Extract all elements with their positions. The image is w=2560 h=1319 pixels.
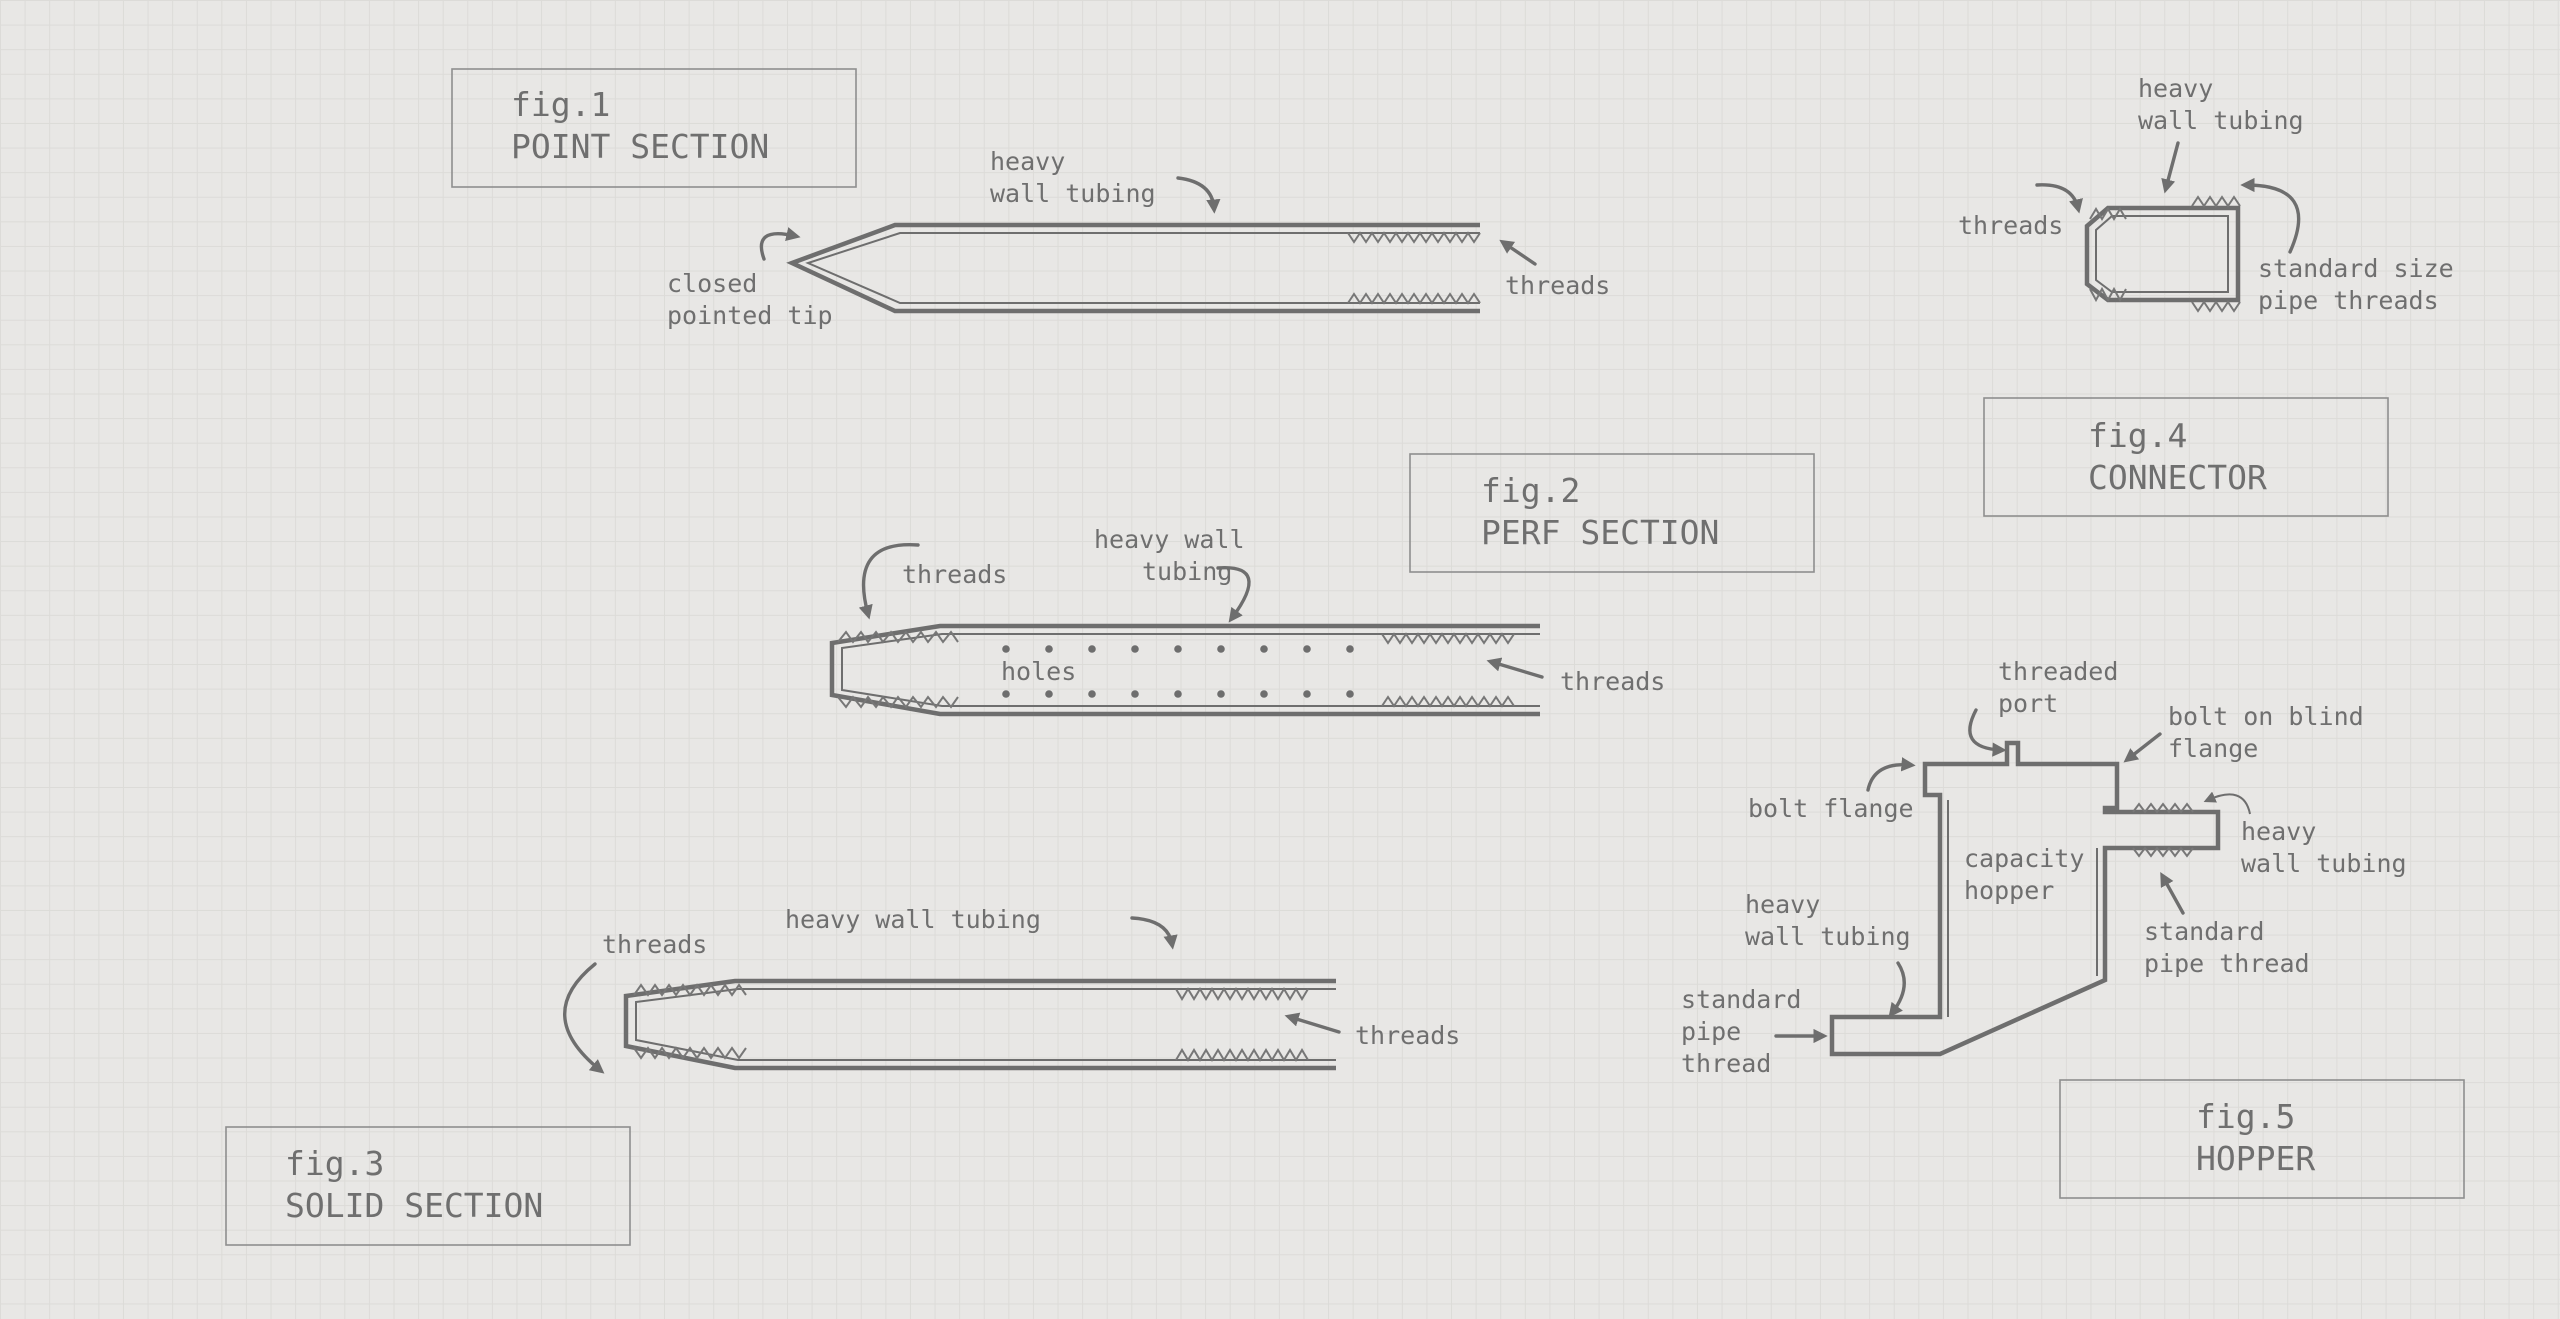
- fig2-left-threads-label: threads: [902, 560, 1007, 589]
- fig5-bolt-flange-arrow-icon: [1866, 757, 1916, 792]
- fig1-point-tube: [786, 222, 1481, 314]
- fig5-blind-flange-arrow-icon: [2123, 732, 2162, 763]
- fig5-title: HOPPER: [2196, 1139, 2315, 1178]
- fig4-heavy-wall-arrow-icon: [2161, 141, 2180, 194]
- fig2-right-threads-arrow-icon: [1486, 657, 1544, 679]
- fig3-left-lower-threads: [633, 1046, 747, 1060]
- fig5-title-box: [2059, 1079, 2465, 1199]
- fig4-std-threads-label: standard size: [2258, 254, 2454, 283]
- fig4-lower-left-threads: [2089, 286, 2127, 303]
- fig2-title: PERF SECTION: [1481, 513, 1719, 552]
- fig2-number: fig.2: [1481, 471, 1580, 510]
- fig5-std-thread-left-label: standard: [1681, 985, 1801, 1014]
- fig4-connector-part: [2084, 195, 2241, 313]
- fig5-heavy-wall-right-label-2: wall tubing: [2241, 849, 2407, 878]
- fig4-lower-right-threads: [2191, 300, 2241, 313]
- fig5-heavy-wall-left-label: heavy: [1745, 890, 1820, 919]
- fig2-title-box: [1409, 453, 1815, 573]
- fig1-tip-label: closed: [667, 269, 757, 298]
- fig2-perforation-holes: [1002, 645, 1354, 698]
- fig4-upper-right-threads: [2191, 195, 2241, 208]
- fig5-lower-threads: [2132, 846, 2194, 858]
- fig1-tip-arrow-icon: [759, 227, 801, 261]
- fig4-std-threads-arrow-icon: [2240, 177, 2301, 254]
- fig4-upper-left-threads: [2089, 207, 2127, 221]
- fig2-heavy-wall-label-2: tubing: [1142, 557, 1232, 586]
- fig2-left-upper-threads: [837, 630, 959, 644]
- fig5-heavy-wall-right-label: heavy: [2241, 817, 2316, 846]
- fig4-threads-label: threads: [1958, 211, 2063, 240]
- fig5-std-thread-right-arrow-icon: [2160, 872, 2185, 915]
- fig4-heavy-wall-label: heavy: [2138, 74, 2213, 103]
- fig4-title: CONNECTOR: [2088, 458, 2267, 497]
- fig5-std-thread-left-label-3: thread: [1681, 1049, 1771, 1078]
- fig5-port-arrow-icon: [1968, 708, 2007, 757]
- fig3-right-lower-threads: [1175, 1048, 1309, 1062]
- fig2-right-upper-threads: [1381, 632, 1515, 645]
- fig5-blind-flange-label: bolt on blind: [2168, 702, 2364, 731]
- fig5-capacity-label-2: hopper: [1964, 876, 2054, 905]
- fig3-solid-section: fig.3 SOLID SECTION threads heavy wall t…: [225, 905, 1460, 1246]
- fig2-perf-section: fig.2 PERF SECTION holes threads heavy w…: [829, 453, 1815, 717]
- fig1-point-section: fig.1 POINT SECTION heavy wall tubing cl…: [451, 68, 1610, 330]
- fig2-heavy-wall-label: heavy wall: [1094, 525, 1245, 554]
- fig1-heavy-wall-label: heavy: [990, 147, 1065, 176]
- fig3-title: SOLID SECTION: [285, 1186, 543, 1225]
- fig5-blind-flange-label-2: flange: [2168, 734, 2258, 763]
- fig4-connector: fig.4 CONNECTOR heavy wall tubing thread…: [1958, 74, 2454, 517]
- fig1-title: POINT SECTION: [511, 127, 769, 166]
- fig5-std-thread-right-label-2: pipe thread: [2144, 949, 2310, 978]
- fig4-heavy-wall-label-2: wall tubing: [2138, 106, 2304, 135]
- fig5-heavy-wall-left-arrow-icon: [1888, 961, 1906, 1018]
- fig5-std-thread-right-label: standard: [2144, 917, 2264, 946]
- fig2-right-threads-label: threads: [1560, 667, 1665, 696]
- fig5-capacity-label: capacity: [1964, 844, 2084, 873]
- fig2-heavy-wall-arrow-icon: [1216, 566, 1251, 623]
- fig3-left-threads-label: threads: [602, 930, 707, 959]
- fig4-std-threads-label-2: pipe threads: [2258, 286, 2439, 315]
- fig1-title-box: [451, 68, 857, 188]
- fig5-heavy-wall-right-arrow-icon: [2203, 791, 2251, 815]
- fig1-threads-arrow-icon: [1499, 239, 1537, 266]
- fig5-number: fig.5: [2196, 1097, 2295, 1136]
- fig2-holes-label: holes: [1001, 657, 1076, 686]
- fig2-left-lower-threads: [837, 695, 959, 709]
- fig3-left-threads-arrow-icon: [563, 962, 605, 1074]
- fig2-perforated-tube: [829, 623, 1540, 717]
- fig3-heavy-wall-label: heavy wall tubing: [785, 905, 1041, 934]
- fig5-hopper: fig.5 HOPPER threaded port bolt on blind…: [1681, 657, 2465, 1199]
- fig3-right-threads-arrow-icon: [1284, 1012, 1341, 1034]
- fig5-port-label: threaded: [1998, 657, 2118, 686]
- fig1-upper-threads: [1347, 231, 1481, 244]
- fig3-title-box: [225, 1126, 631, 1246]
- fig3-solid-tube: [623, 978, 1336, 1071]
- fig2-left-threads-arrow-icon: [858, 543, 920, 620]
- fig3-right-upper-threads: [1175, 987, 1309, 1001]
- fig1-heavy-wall-label-2: wall tubing: [990, 179, 1156, 208]
- fig5-std-thread-left-label-2: pipe: [1681, 1017, 1741, 1046]
- fig4-threads-arrow-icon: [2035, 183, 2083, 214]
- fig1-number: fig.1: [511, 85, 610, 124]
- fig5-hopper-body: [1829, 740, 2221, 1057]
- fig5-heavy-wall-left-label-2: wall tubing: [1745, 922, 1911, 951]
- fig5-port-label-2: port: [1998, 689, 2058, 718]
- fig4-title-box: [1983, 397, 2389, 517]
- fig3-right-threads-label: threads: [1355, 1021, 1460, 1050]
- fig3-heavy-wall-arrow-icon: [1130, 916, 1178, 950]
- fig3-left-upper-threads: [633, 983, 747, 997]
- fig1-lower-threads: [1347, 292, 1481, 305]
- fig1-heavy-wall-arrow-icon: [1176, 176, 1221, 214]
- fig1-tip-label-2: pointed tip: [667, 301, 833, 330]
- fig1-threads-label: threads: [1505, 271, 1610, 300]
- fig2-right-lower-threads: [1381, 695, 1515, 708]
- fig4-number: fig.4: [2088, 416, 2187, 455]
- fig5-upper-threads: [2132, 802, 2194, 814]
- fig3-number: fig.3: [285, 1144, 384, 1183]
- fig5-bolt-flange-label: bolt flange: [1748, 794, 1914, 823]
